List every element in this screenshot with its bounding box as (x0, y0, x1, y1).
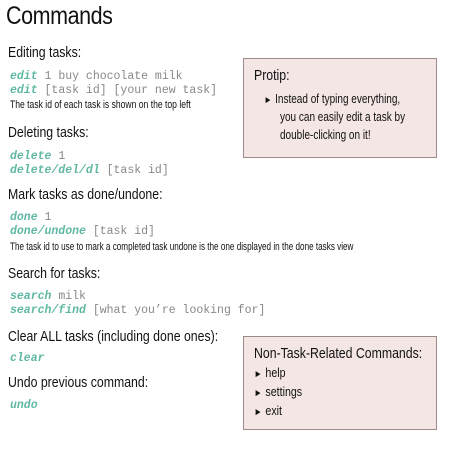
edit-syntax-line: edit [task id] [your new task] (10, 84, 217, 97)
delete-syntax-line: delete/del/dl [task id] (10, 164, 169, 177)
clear-heading: Clear ALL tasks (including done ones): (8, 328, 219, 345)
command-keyword: clear (10, 352, 45, 365)
command-args: 1 (51, 150, 66, 163)
search-heading: Search for tasks: (8, 265, 101, 282)
editing-heading: Editing tasks: (8, 44, 82, 61)
delete-example-line: delete 1 (10, 150, 65, 163)
mark-note: The task id to use to mark a completed t… (10, 241, 354, 253)
command-keyword: search/find (10, 304, 86, 317)
protip-title: Protip: (254, 67, 290, 84)
protip-line: you can easily edit a task by (280, 110, 406, 124)
edit-example-line: edit 1 buy chocolate milk (10, 70, 183, 83)
command-item-settings: ►settings (254, 384, 303, 399)
command-keyword: undo (10, 399, 38, 412)
command-args: [task id] [your new task] (37, 84, 218, 97)
command-args: [task id] (85, 225, 155, 238)
clear-line: clear (10, 352, 45, 365)
command-args: [what you’re looking for] (85, 304, 266, 317)
protip-box: Protip: ►Instead of typing everything, y… (243, 58, 437, 158)
search-syntax-line: search/find [what you’re looking for] (10, 304, 265, 317)
undo-heading: Undo previous command: (8, 374, 149, 391)
command-keyword: done/undone (10, 225, 86, 238)
command-args: 1 buy chocolate milk (37, 70, 183, 83)
command-keyword: search (10, 290, 52, 303)
command-keyword: done (10, 211, 38, 224)
mark-heading: Mark tasks as done/undone: (8, 186, 163, 203)
protip-line: ►Instead of typing everything, (264, 92, 401, 106)
bullet-triangle-icon: ► (254, 388, 263, 399)
command-args: milk (51, 290, 86, 303)
command-keyword: delete (10, 150, 52, 163)
editing-note: The task id of each task is shown on the… (10, 99, 191, 111)
command-keyword: edit (10, 70, 38, 83)
protip-line: double-clicking on it! (280, 128, 371, 142)
bullet-triangle-icon: ► (254, 407, 263, 418)
bullet-triangle-icon: ► (264, 95, 272, 106)
undo-line: undo (10, 399, 38, 412)
non-task-commands-title: Non-Task-Related Commands: (254, 345, 423, 362)
non-task-commands-box: Non-Task-Related Commands: ►help ►settin… (243, 336, 437, 430)
command-item-exit: ►exit (254, 403, 282, 418)
done-syntax-line: done/undone [task id] (10, 225, 155, 238)
command-item-help: ►help (254, 365, 286, 380)
command-keyword: delete/del/dl (10, 164, 100, 177)
bullet-triangle-icon: ► (254, 369, 263, 380)
command-args: 1 (37, 211, 52, 224)
page-title: Commands (6, 2, 113, 30)
done-example-line: done 1 (10, 211, 51, 224)
deleting-heading: Deleting tasks: (8, 124, 89, 141)
search-example-line: search milk (10, 290, 86, 303)
command-keyword: edit (10, 84, 38, 97)
command-args: [task id] (99, 164, 169, 177)
